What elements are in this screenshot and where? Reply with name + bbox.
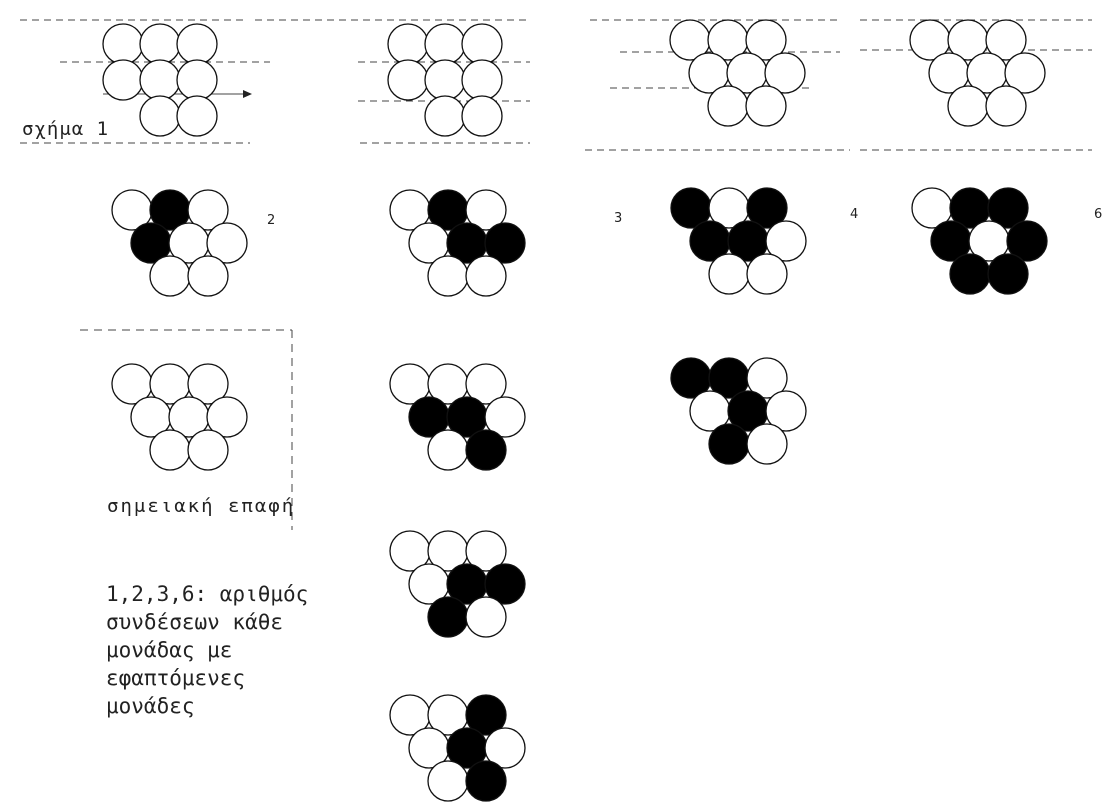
- filled-unit-circle: [708, 423, 750, 465]
- cluster-packing-triangular-b: [909, 19, 1046, 127]
- legend-line: εφαπτόμενες: [106, 666, 246, 690]
- cluster-connections-4-a: [670, 187, 807, 295]
- empty-unit-circle: [461, 95, 503, 137]
- empty-unit-circle: [707, 85, 749, 127]
- empty-unit-circle: [765, 390, 807, 432]
- filled-unit-circle: [987, 187, 1029, 229]
- empty-unit-circle: [102, 59, 144, 101]
- empty-unit-circle: [465, 530, 507, 572]
- empty-unit-circle: [424, 59, 466, 101]
- cluster-packing-square: [102, 23, 218, 137]
- empty-unit-circle: [745, 19, 787, 61]
- empty-unit-circle: [484, 727, 526, 769]
- empty-unit-circle: [708, 253, 750, 295]
- filled-unit-circle: [987, 253, 1029, 295]
- empty-unit-circle: [465, 255, 507, 297]
- empty-unit-circle: [985, 85, 1027, 127]
- empty-unit-circle: [206, 222, 248, 264]
- filled-unit-circle: [746, 187, 788, 229]
- filled-unit-circle: [484, 563, 526, 605]
- legend-line: μονάδας με: [106, 638, 233, 662]
- empty-unit-circle: [746, 253, 788, 295]
- empty-unit-circle: [424, 95, 466, 137]
- filled-unit-circle: [1006, 220, 1048, 262]
- filled-unit-circle: [949, 253, 991, 295]
- empty-unit-circle: [746, 357, 788, 399]
- empty-unit-circle: [985, 19, 1027, 61]
- empty-unit-circle: [484, 396, 526, 438]
- filled-unit-circle: [465, 429, 507, 471]
- filled-unit-circle: [465, 694, 507, 736]
- legend-line: συνδέσεων κάθε: [106, 610, 284, 634]
- empty-unit-circle: [187, 363, 229, 405]
- cluster-connections-3-d: [389, 694, 526, 802]
- arrow-head-icon: [243, 90, 252, 98]
- empty-unit-circle: [387, 59, 429, 101]
- cluster-point-contact: [111, 363, 248, 471]
- empty-unit-circle: [387, 23, 429, 65]
- empty-unit-circle: [176, 59, 218, 101]
- point-contact-label: σημειακή επαφή: [107, 495, 296, 517]
- cluster-connections-3-b: [389, 363, 526, 471]
- empty-unit-circle: [461, 59, 503, 101]
- empty-unit-circle: [465, 596, 507, 638]
- cluster-connections-3-a: [389, 189, 526, 297]
- cluster-connections-6: [911, 187, 1048, 295]
- empty-unit-circle: [176, 95, 218, 137]
- empty-unit-circle: [465, 189, 507, 231]
- empty-unit-circle: [745, 85, 787, 127]
- empty-unit-circle: [139, 95, 181, 137]
- empty-unit-circle: [187, 429, 229, 471]
- empty-unit-circle: [139, 23, 181, 65]
- cluster-connections-4-b: [670, 357, 807, 465]
- figure-label: σχήμα 1: [22, 118, 110, 140]
- empty-unit-circle: [746, 423, 788, 465]
- filled-unit-circle: [465, 760, 507, 802]
- legend-line: 1,2,3,6: αριθμός: [106, 582, 309, 606]
- cluster-connections-2: [111, 189, 248, 297]
- cluster-connections-3-c: [389, 530, 526, 638]
- count-label-2: 2: [267, 213, 276, 228]
- empty-unit-circle: [176, 23, 218, 65]
- cluster-packing-offset: [387, 23, 503, 137]
- count-label-3: 3: [614, 211, 623, 226]
- legend-line: μονάδες: [106, 694, 195, 718]
- count-label-4: 4: [850, 207, 859, 222]
- empty-unit-circle: [139, 59, 181, 101]
- empty-unit-circle: [149, 429, 191, 471]
- empty-unit-circle: [1004, 52, 1046, 94]
- empty-unit-circle: [461, 23, 503, 65]
- count-label-6: 6: [1094, 207, 1103, 222]
- empty-unit-circle: [424, 23, 466, 65]
- empty-unit-circle: [427, 429, 469, 471]
- empty-unit-circle: [465, 363, 507, 405]
- empty-unit-circle: [427, 255, 469, 297]
- cluster-packing-triangular: [669, 19, 806, 127]
- empty-unit-circle: [427, 760, 469, 802]
- empty-unit-circle: [149, 255, 191, 297]
- empty-unit-circle: [765, 220, 807, 262]
- empty-unit-circle: [187, 255, 229, 297]
- legend: 1,2,3,6: αριθμός συνδέσεων κάθε μονάδας …: [106, 580, 308, 720]
- filled-unit-circle: [484, 222, 526, 264]
- empty-unit-circle: [764, 52, 806, 94]
- empty-unit-circle: [187, 189, 229, 231]
- empty-unit-circle: [102, 23, 144, 65]
- empty-unit-circle: [947, 85, 989, 127]
- empty-unit-circle: [206, 396, 248, 438]
- filled-unit-circle: [427, 596, 469, 638]
